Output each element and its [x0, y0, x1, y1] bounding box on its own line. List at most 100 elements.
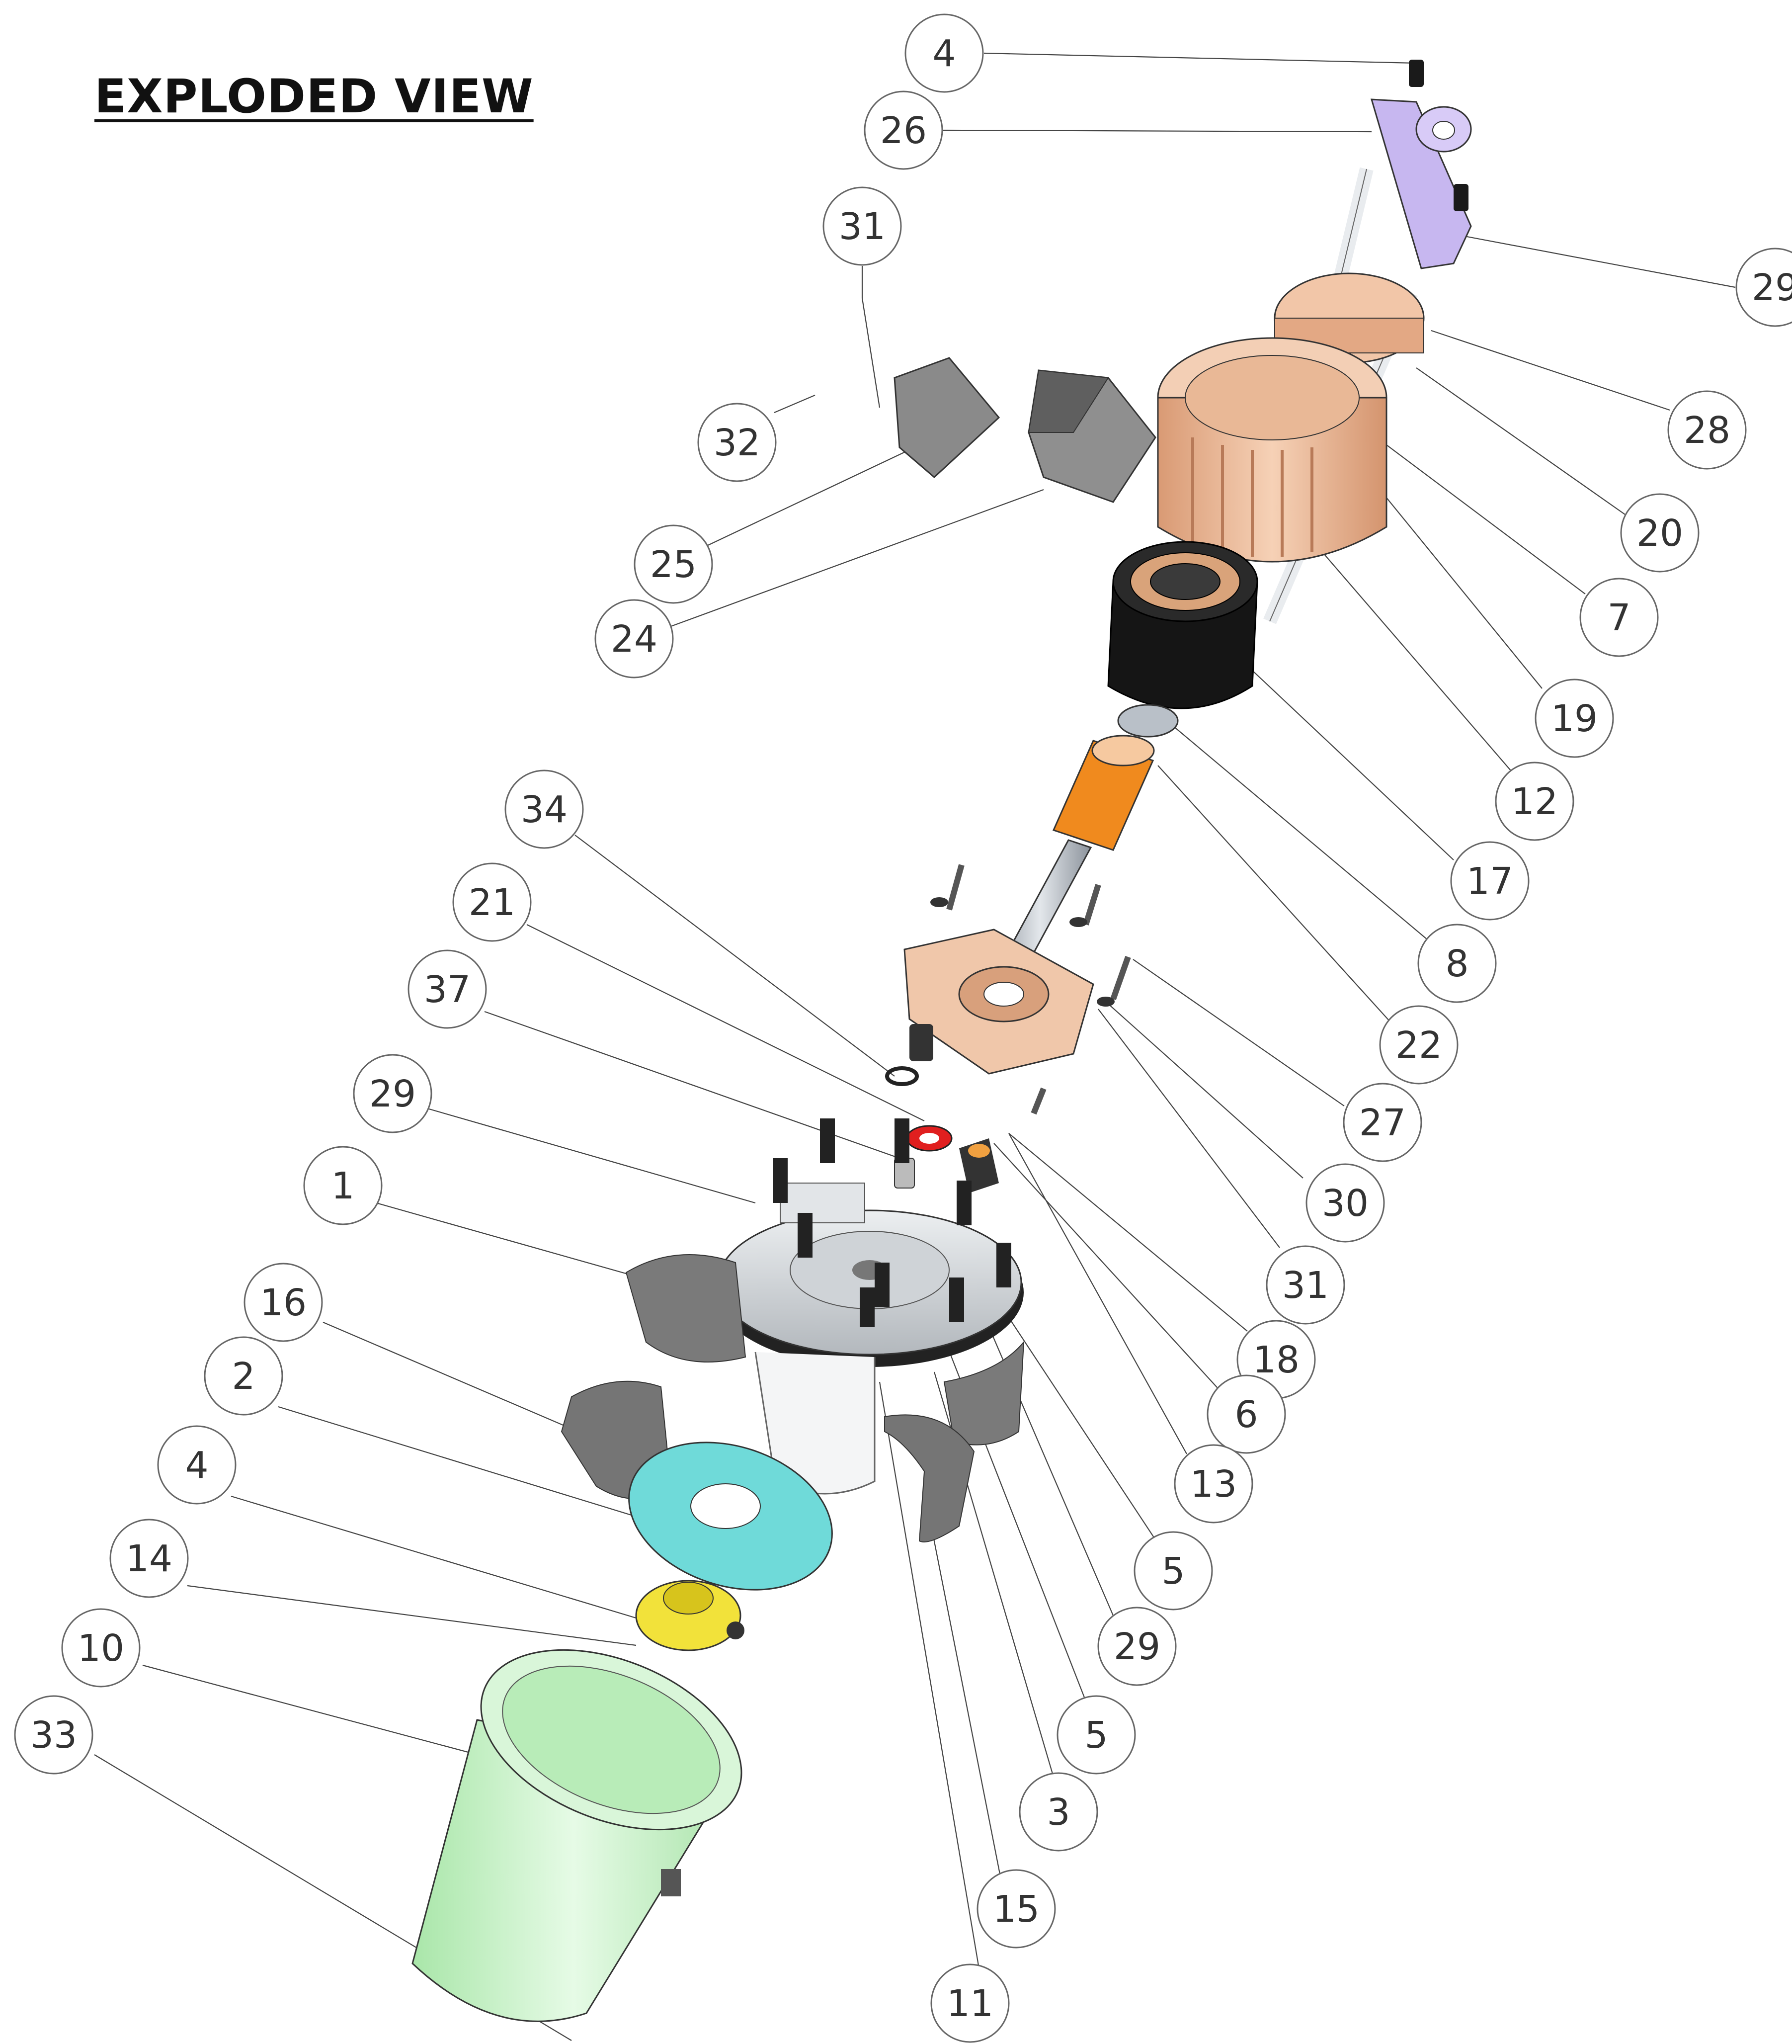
rotor	[1052, 735, 1155, 851]
balloon-label: 3	[1047, 1791, 1070, 1834]
spacer-plate	[628, 1442, 833, 1591]
balloon-b25: 25	[634, 524, 713, 604]
balloon-b4-left: 4	[157, 1425, 237, 1505]
balloon-circle	[1207, 1374, 1286, 1454]
balloon-circle	[1735, 248, 1792, 327]
balloon-label: 28	[1684, 409, 1730, 452]
balloon-circle	[407, 949, 487, 1029]
balloon-b4-top: 4	[904, 13, 984, 93]
balloon-b20: 20	[1620, 493, 1700, 573]
balloon-b8: 8	[1417, 924, 1497, 1003]
balloon-b31-top: 31	[822, 186, 902, 266]
screws	[930, 864, 1131, 1115]
balloon-label: 2	[232, 1355, 255, 1398]
balloon-label: 21	[469, 881, 515, 924]
balloon-label: 32	[714, 422, 760, 464]
balloon-circle	[697, 403, 777, 482]
balloon-label: 5	[1084, 1714, 1108, 1757]
balloon-b1: 1	[303, 1146, 383, 1225]
motor-bracket	[1370, 60, 1472, 269]
balloon-circle	[61, 1608, 141, 1688]
balloon-circle	[109, 1519, 189, 1598]
balloon-circle	[904, 13, 984, 93]
balloon-b10: 10	[61, 1608, 141, 1688]
balloon-label: 5	[1161, 1550, 1185, 1593]
balloon-label: 34	[521, 788, 568, 831]
balloon-circle	[157, 1425, 237, 1505]
balloon-b14: 14	[109, 1519, 189, 1598]
bearing-housing	[903, 929, 1094, 1075]
balloon-b33: 33	[14, 1695, 93, 1775]
balloon-label: 24	[611, 618, 657, 661]
balloon-b26: 26	[864, 90, 943, 170]
balloon-label: 31	[1282, 1264, 1329, 1307]
balloon-label: 13	[1190, 1463, 1237, 1506]
balloon-label: 1	[331, 1165, 354, 1207]
balloon-circle	[634, 524, 713, 604]
balloon-circle	[930, 1963, 1010, 2043]
balloon-b11: 11	[930, 1963, 1010, 2043]
balloon-label: 4	[932, 32, 956, 75]
balloon-circle	[1174, 1444, 1253, 1524]
balloon-b31-mid: 31	[1266, 1245, 1345, 1325]
balloon-b6: 6	[1207, 1374, 1286, 1454]
balloon-label: 15	[993, 1888, 1040, 1931]
balloon-circle	[1134, 1531, 1213, 1611]
part-balloons: 4262931322524282071912178222730311861352…	[14, 13, 1792, 2043]
balloon-circle	[977, 1869, 1056, 1949]
balloon-b28: 28	[1667, 390, 1747, 470]
balloon-label: 31	[839, 205, 886, 248]
balloon-label: 19	[1551, 697, 1598, 740]
balloon-label: 18	[1253, 1339, 1300, 1381]
balloon-b12: 12	[1495, 762, 1574, 841]
stator	[1107, 541, 1258, 709]
mounting-flange	[716, 1183, 1024, 1495]
balloon-circle	[1057, 1695, 1136, 1775]
balloon-label: 37	[424, 968, 471, 1011]
motor-housing	[1157, 337, 1387, 563]
balloon-b17: 17	[1450, 841, 1530, 921]
balloon-circle	[244, 1263, 323, 1342]
balloon-b3: 3	[1019, 1772, 1098, 1852]
balloon-circle	[1450, 841, 1530, 921]
balloon-circle	[1019, 1772, 1098, 1852]
balloon-label: 6	[1234, 1393, 1258, 1436]
balloon-circle	[1097, 1607, 1177, 1686]
seal-parts	[885, 1066, 999, 1193]
balloon-circle	[1620, 493, 1700, 573]
balloon-label: 14	[126, 1537, 172, 1580]
balloon-label: 29	[369, 1073, 416, 1115]
balloon-circle	[1343, 1083, 1422, 1162]
balloon-label: 20	[1636, 512, 1683, 555]
balloon-b27: 27	[1343, 1083, 1422, 1162]
balloon-label: 33	[30, 1714, 77, 1757]
balloon-circle	[353, 1054, 432, 1133]
balloon-label: 22	[1395, 1024, 1442, 1067]
balloon-b22: 22	[1379, 1005, 1459, 1085]
balloon-label: 17	[1466, 860, 1513, 903]
balloon-circle	[1535, 679, 1614, 758]
balloon-b37: 37	[407, 949, 487, 1029]
balloon-label: 29	[1752, 266, 1792, 309]
balloon-b24: 24	[594, 599, 674, 679]
balloon-b30: 30	[1305, 1163, 1385, 1243]
balloon-circle	[1495, 762, 1574, 841]
balloon-b5-low: 5	[1057, 1695, 1136, 1775]
balloon-b21: 21	[452, 862, 532, 942]
balloon-circle	[822, 186, 902, 266]
balloon-circle	[303, 1146, 383, 1225]
balloon-b7: 7	[1579, 578, 1659, 657]
balloon-label: 16	[260, 1281, 307, 1324]
balloon-circle	[452, 862, 532, 942]
balloon-b29-low: 29	[1097, 1607, 1177, 1686]
balloon-b5-right: 5	[1134, 1531, 1213, 1611]
balloon-b19: 19	[1535, 679, 1614, 758]
balloon-label: 11	[947, 1982, 993, 2025]
impeller	[635, 1580, 744, 1651]
balloon-circle	[204, 1336, 283, 1416]
balloon-circle	[1579, 578, 1659, 657]
balloon-label: 10	[78, 1627, 124, 1670]
balloon-label: 29	[1114, 1625, 1160, 1668]
balloon-circle	[1379, 1005, 1459, 1085]
